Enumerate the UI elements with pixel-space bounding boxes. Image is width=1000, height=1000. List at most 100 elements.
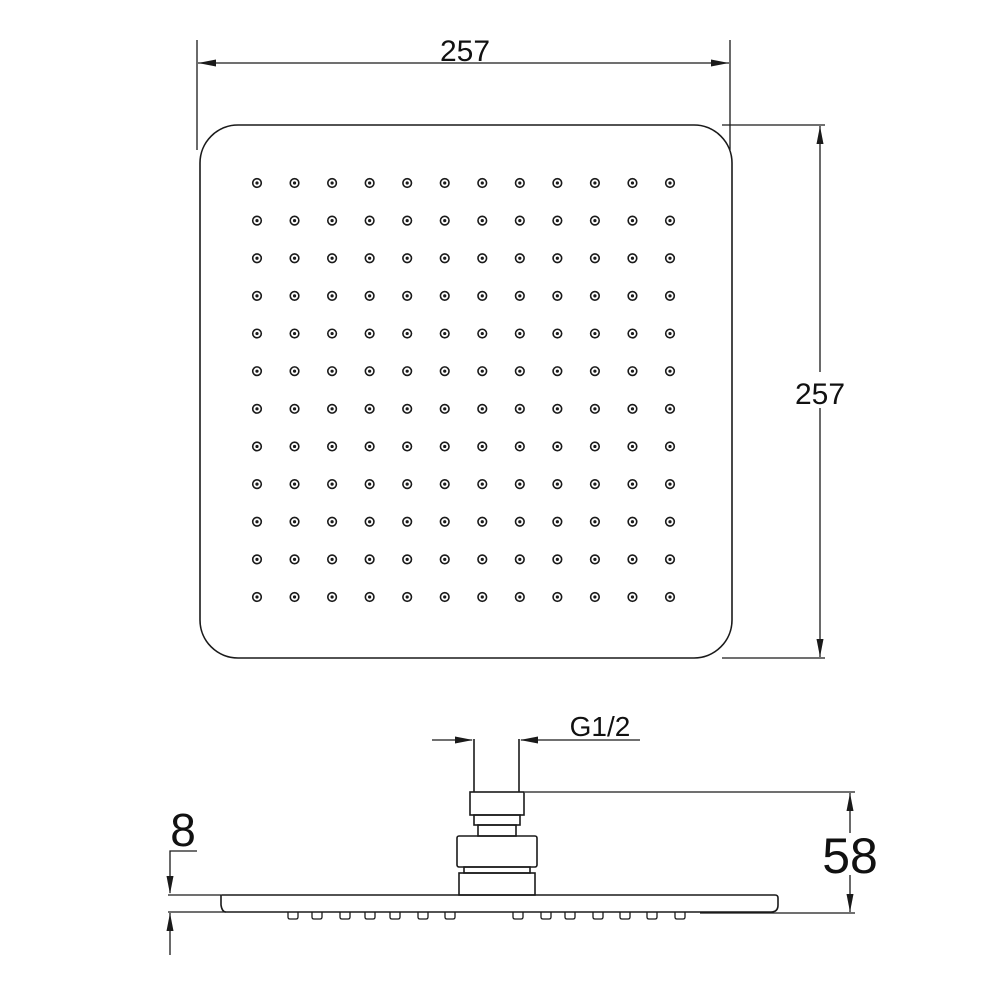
nozzle: [326, 478, 338, 490]
nozzle: [364, 366, 375, 377]
nozzle: [552, 253, 563, 264]
nozzle: [552, 591, 563, 603]
nozzle: [627, 328, 638, 339]
nozzle: [439, 554, 450, 565]
thickness-dimension-label: 8: [170, 804, 196, 856]
nozzle: [364, 253, 375, 264]
nozzle-bump: [512, 912, 524, 920]
nozzle: [514, 554, 525, 565]
nozzle: [664, 253, 676, 264]
nozzle: [402, 403, 413, 414]
nozzle-bump: [417, 912, 429, 920]
nozzle: [251, 177, 263, 189]
nozzle: [589, 290, 601, 302]
nozzle-bumps: [287, 912, 686, 920]
nozzle: [251, 554, 263, 565]
nozzle: [514, 516, 525, 527]
nozzle: [627, 177, 638, 189]
nozzle: [326, 253, 338, 264]
nozzle: [289, 290, 300, 302]
nozzle: [402, 290, 413, 302]
nozzle: [552, 478, 563, 490]
nozzle: [664, 328, 676, 339]
nozzle: [664, 478, 676, 490]
nozzle: [439, 290, 450, 302]
nozzle: [514, 366, 525, 377]
nozzle: [664, 403, 676, 414]
nozzle: [402, 554, 413, 565]
nozzle-bump: [564, 912, 576, 920]
nozzle: [326, 516, 338, 527]
nozzle: [664, 215, 676, 226]
thickness-dimension: 8: [166, 804, 197, 955]
nozzle: [589, 591, 601, 603]
nozzle: [326, 366, 338, 377]
nozzle: [627, 554, 638, 565]
nozzle: [326, 215, 338, 226]
nozzle: [251, 290, 263, 302]
nozzle: [514, 403, 525, 414]
nozzle: [439, 328, 450, 339]
nozzle: [477, 478, 488, 490]
height-dimension: 257: [722, 124, 850, 659]
nozzle: [589, 177, 601, 189]
nozzle: [552, 516, 563, 527]
nozzle: [402, 215, 413, 226]
nozzle: [326, 328, 338, 339]
nozzle: [402, 253, 413, 264]
nozzle: [326, 554, 338, 565]
nozzle-bump: [339, 912, 351, 920]
nozzle: [364, 478, 375, 490]
nozzle: [402, 478, 413, 490]
nozzle: [289, 441, 300, 452]
nozzle: [664, 591, 676, 603]
nozzle: [664, 554, 676, 565]
width-dimension: 257: [196, 35, 731, 150]
nozzle: [477, 591, 488, 603]
total-height-dimension: 58: [525, 791, 878, 912]
nozzle: [589, 441, 601, 452]
nozzle: [364, 591, 375, 603]
nozzle: [552, 290, 563, 302]
nozzle: [289, 328, 300, 339]
nozzle: [289, 366, 300, 377]
nozzle: [627, 290, 638, 302]
nozzle: [251, 441, 263, 452]
nozzle: [627, 253, 638, 264]
nozzle: [364, 177, 375, 189]
nozzle: [664, 290, 676, 302]
nozzle: [251, 366, 263, 377]
height-dimension-label: 257: [795, 378, 845, 411]
plate-profile: [168, 894, 855, 914]
nozzle: [364, 215, 375, 226]
nozzle: [552, 554, 563, 565]
nozzle: [477, 516, 488, 527]
width-dimension-label: 257: [440, 35, 490, 68]
nozzle: [552, 441, 563, 452]
nozzle-bump: [674, 912, 686, 920]
nozzle: [439, 478, 450, 490]
nozzle: [402, 177, 413, 189]
nozzle: [251, 516, 263, 527]
nozzle: [477, 441, 488, 452]
nozzle: [289, 215, 300, 226]
shower-plate-outline: [199, 124, 733, 659]
nozzle: [251, 328, 263, 339]
nozzle: [289, 177, 300, 189]
nozzle: [439, 177, 450, 189]
thread-dimension: G1/2: [432, 711, 640, 744]
nozzle: [627, 366, 638, 377]
nozzle: [664, 516, 676, 527]
nozzle: [364, 441, 375, 452]
nozzle: [627, 516, 638, 527]
nozzle: [589, 554, 601, 565]
nozzle: [589, 215, 601, 226]
nozzle: [552, 366, 563, 377]
nozzle-bump: [646, 912, 658, 920]
nozzle: [439, 253, 450, 264]
nozzle: [627, 478, 638, 490]
nozzle: [589, 328, 601, 339]
nozzle: [477, 290, 488, 302]
side-view: G1/2 58 8: [166, 711, 878, 955]
nozzle: [326, 177, 338, 189]
